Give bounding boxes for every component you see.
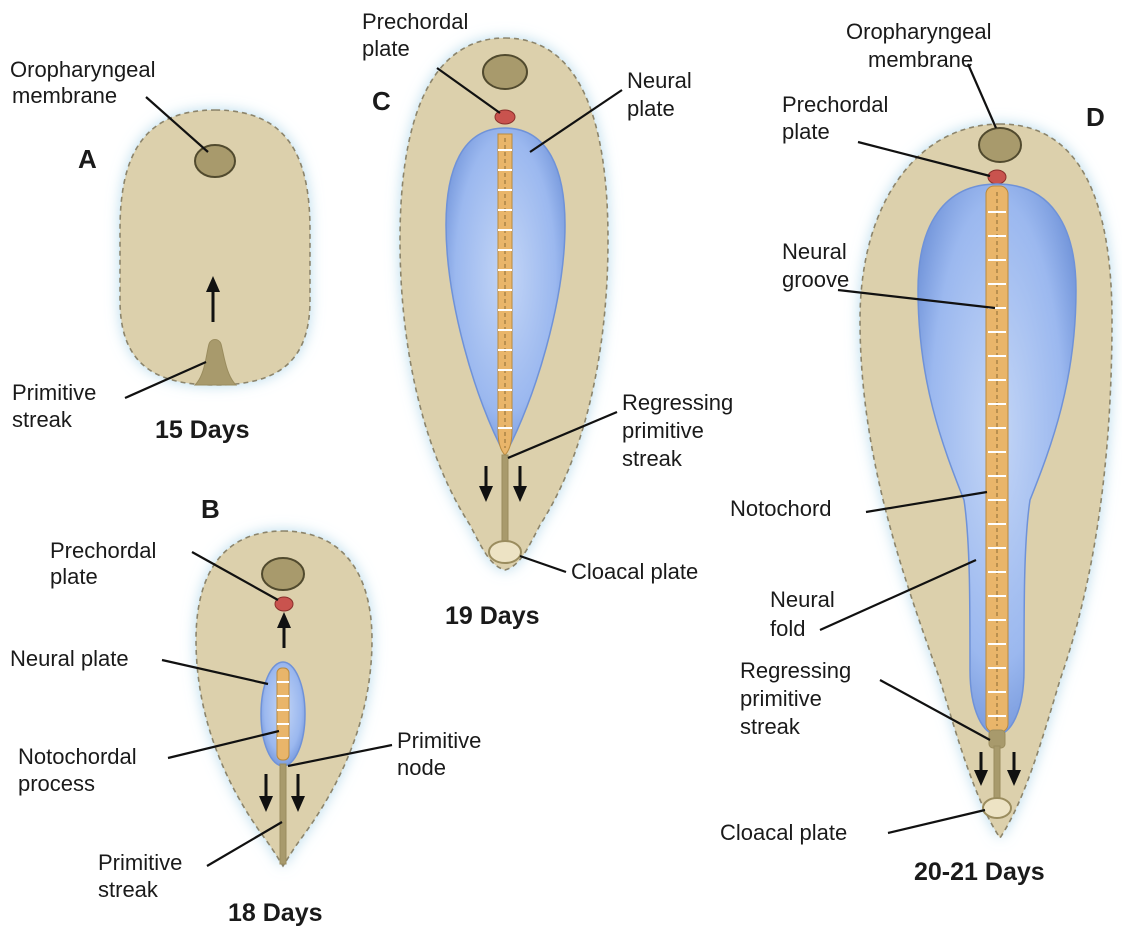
panel-letter-d: D — [1086, 102, 1105, 132]
leader-oropharyngeal-d — [968, 64, 996, 128]
days-label-c: 19 Days — [445, 602, 540, 630]
regressing-primitive-streak-d-node — [989, 730, 1005, 748]
days-label-b: 18 Days — [228, 899, 323, 927]
prechordal-plate-d — [988, 170, 1006, 184]
label-primitive-streak-b-2: streak — [98, 877, 159, 902]
label-prechordal-d-1: Prechordal — [782, 92, 888, 117]
days-label-a: 15 Days — [155, 416, 250, 444]
label-cloacal-plate-c: Cloacal plate — [571, 559, 698, 584]
label-oropharyngeal-a-2: membrane — [12, 83, 117, 108]
label-neural-plate-c-2: plate — [627, 96, 675, 121]
label-primitive-node-b-1: Primitive — [397, 728, 481, 753]
leader-cloacal-plate-c — [520, 556, 566, 572]
oropharyngeal-membrane-b — [262, 558, 304, 590]
label-neural-fold-d-1: Neural — [770, 587, 835, 612]
cloacal-plate-c — [489, 541, 521, 563]
oropharyngeal-membrane-a — [195, 145, 235, 177]
label-primitive-streak-a-1: Primitive — [12, 380, 96, 405]
label-prechordal-c-1: Prechordal — [362, 9, 468, 34]
panel-d: D Oropharyngeal membrane Prechordal plat… — [720, 19, 1112, 886]
panel-letter-b: B — [201, 494, 220, 524]
panel-b: B Prechordal plate Neural plate Notochor… — [10, 494, 481, 927]
oropharyngeal-membrane-d — [979, 128, 1021, 162]
label-neural-fold-d-2: fold — [770, 616, 805, 641]
label-regressing-streak-d-2: primitive — [740, 686, 822, 711]
label-neural-plate-b: Neural plate — [10, 646, 129, 671]
label-primitive-node-b-2: node — [397, 755, 446, 780]
label-primitive-streak-a-2: streak — [12, 407, 73, 432]
regressing-primitive-streak-d — [994, 746, 1000, 802]
label-cloacal-plate-d: Cloacal plate — [720, 820, 847, 845]
days-label-d: 20-21 Days — [914, 858, 1045, 886]
panel-letter-c: C — [372, 86, 391, 116]
cloacal-plate-d — [983, 798, 1011, 818]
label-notochordal-process-b-2: process — [18, 771, 95, 796]
label-prechordal-d-2: plate — [782, 119, 830, 144]
label-oropharyngeal-d-2: membrane — [868, 47, 973, 72]
label-primitive-streak-b-1: Primitive — [98, 850, 182, 875]
label-regressing-streak-d-1: Regressing — [740, 658, 851, 683]
label-prechordal-b-2: plate — [50, 564, 98, 589]
label-notochordal-process-b-1: Notochordal — [18, 744, 137, 769]
label-neural-plate-c-1: Neural — [627, 68, 692, 93]
oropharyngeal-membrane-c — [483, 55, 527, 89]
label-prechordal-c-2: plate — [362, 36, 410, 61]
panel-a: A Oropharyngeal membrane Primitive strea… — [10, 57, 310, 444]
regressing-primitive-streak-c — [502, 455, 508, 543]
label-regressing-streak-d-3: streak — [740, 714, 801, 739]
primitive-streak-b — [280, 764, 286, 864]
label-neural-groove-d-2: groove — [782, 267, 849, 292]
label-regressing-streak-c-2: primitive — [622, 418, 704, 443]
panel-c: C Prechordal plate Neural plate Regressi… — [362, 9, 733, 630]
label-regressing-streak-c-1: Regressing — [622, 390, 733, 415]
label-neural-groove-d-1: Neural — [782, 239, 847, 264]
label-oropharyngeal-a-1: Oropharyngeal — [10, 57, 156, 82]
label-regressing-streak-c-3: streak — [622, 446, 683, 471]
label-prechordal-b-1: Prechordal — [50, 538, 156, 563]
leader-cloacal-plate-d — [888, 810, 985, 833]
panel-letter-a: A — [78, 144, 97, 174]
label-notochord-d: Notochord — [730, 496, 832, 521]
label-oropharyngeal-d-1: Oropharyngeal — [846, 19, 992, 44]
